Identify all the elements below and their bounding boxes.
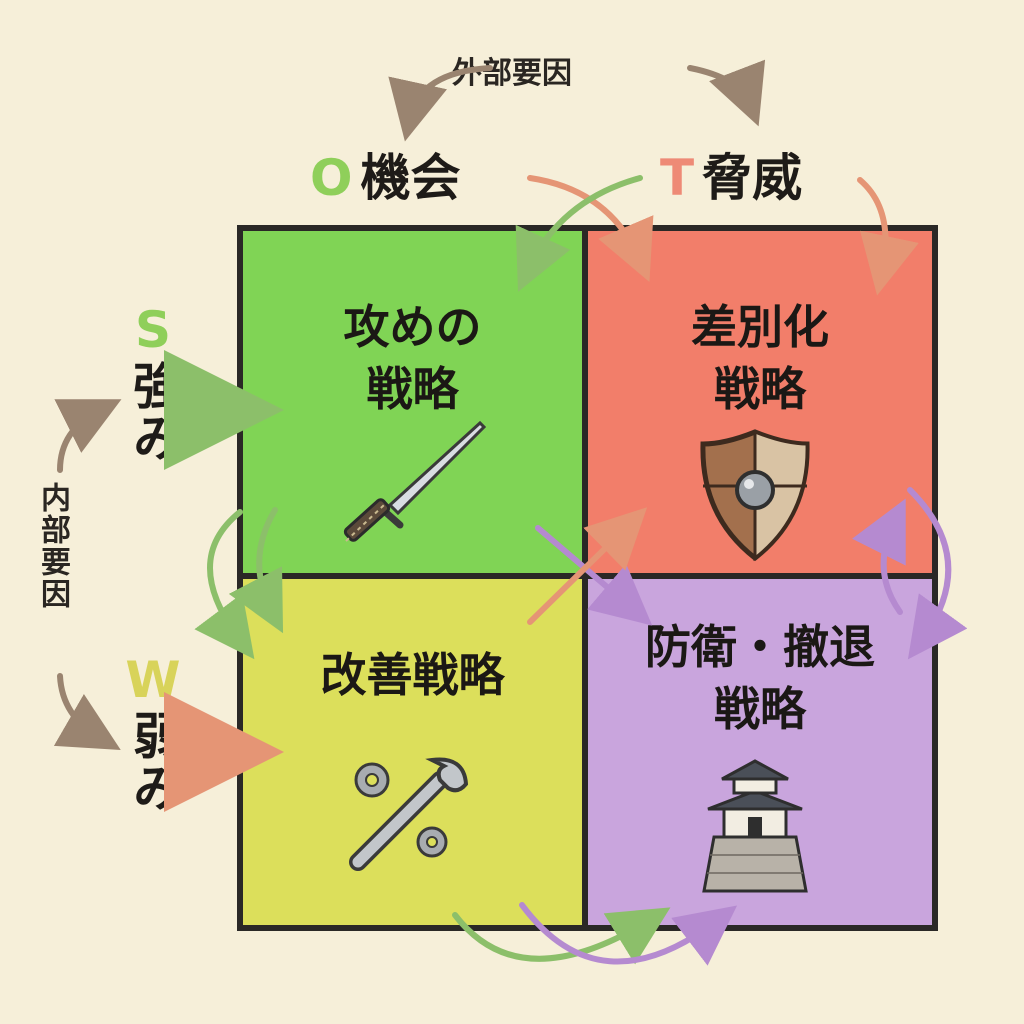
quadrant-st-title-line2: 戦略 [714,362,806,417]
threat-label: 脅威 [702,149,803,207]
sword-icon [343,420,487,542]
external-arrow-left [388,65,493,142]
internal-arrow-up [54,399,122,473]
shield-icon [700,429,810,562]
bottom-arrow-green [452,907,671,965]
castle-icon [702,759,808,893]
quadrant-st-title: 差別化 戦略 [585,296,935,420]
quadrant-wt-title-line1: 防衛・撤退 [645,620,875,674]
opportunity-to-so-arrow [515,175,643,292]
threat-to-st-arrow [857,177,919,296]
quadrant-wo-title: 改善戦略 [240,644,585,706]
opportunity-letter: O [310,149,353,207]
threat-letter: T [660,149,695,207]
external-arrow-right [687,59,766,127]
st-to-wt-arrow-1 [907,487,968,660]
quadrant-so-title-line2: 戦略 [366,362,459,417]
wrench-gears-icon [349,757,469,871]
quadrant-wt-title-line2: 戦略 [714,682,806,737]
opportunity-label: 機会 [360,149,461,207]
external-factors-label: 外部要因 [452,56,572,91]
internal-arrow-down [53,673,121,751]
quadrant-wt: 防衛・撤退 戦略 [585,576,935,928]
quadrant-st-title-line1: 差別化 [691,300,829,354]
so-to-wo-arrow-2 [228,507,284,634]
so-to-wo-arrow-1 [194,509,255,660]
quadrant-wo: 改善戦略 [240,576,585,928]
grid-lines [237,225,938,931]
opportunity-to-st-arrow [527,175,654,283]
quadrant-wo-title-line1: 改善戦略 [320,648,505,702]
quadrant-wt-title: 防衛・撤退 戦略 [585,616,935,740]
wo-st-diagonal-arrow [527,507,648,625]
quadrant-so-title-line1: 攻めの [343,300,482,354]
st-to-wt-arrow-2 [852,498,906,615]
strength-letter: S [134,301,171,359]
bottom-arrow-purple [519,902,738,966]
quadrant-so-title: 攻めの 戦略 [240,296,585,420]
internal-factors-label: 内部要因 [35,482,70,610]
